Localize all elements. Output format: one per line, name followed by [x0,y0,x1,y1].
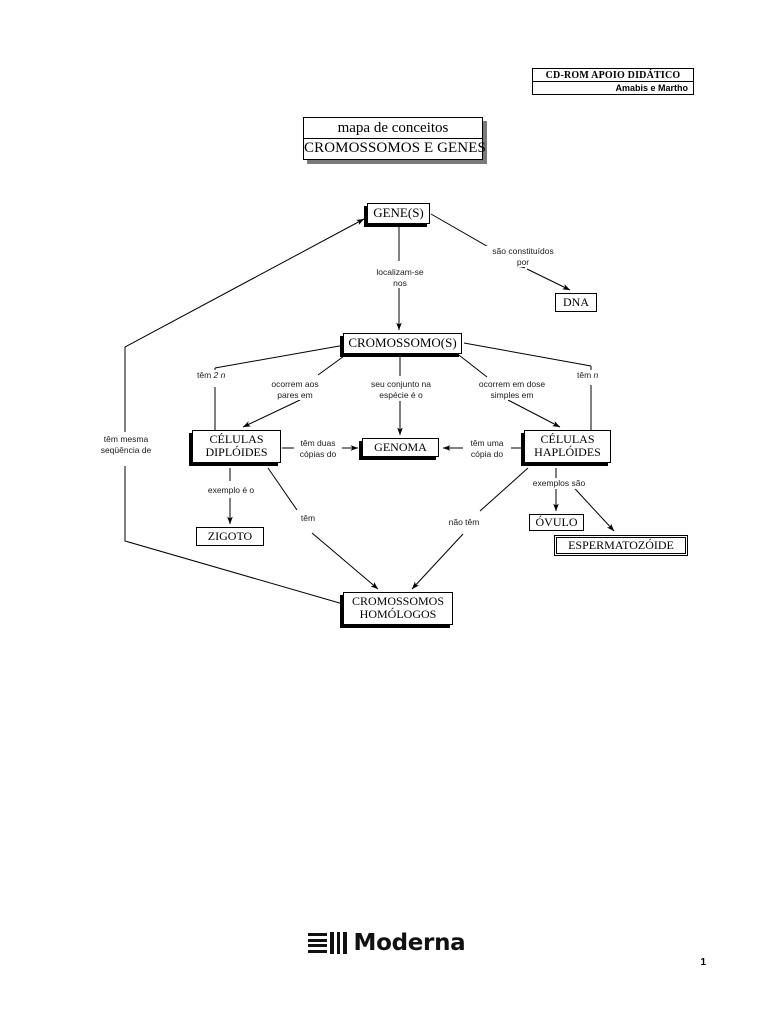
edge-label-tem: têm [294,513,322,524]
edge-homologos-genes [124,466,344,605]
node-celulas-haploides-line1: CÉLULAS [540,432,595,446]
logo-horizontal-bars [308,933,327,953]
node-zigoto-label: ZIGOTO [207,529,253,543]
edge-label-seu-conjunto-line2: espécie é o [379,389,423,400]
header-stamp-title: CD-ROM APOIO DIDÁTICO [533,69,693,82]
node-celulas-diploides-line2: DIPLÓIDES [205,445,268,460]
edge-label-tem-n: têm n [576,370,614,381]
edge-label-duas-copias-line2: cópias do [299,448,337,459]
edge-label-mesma-sequencia-line2: seqüência de [100,444,152,455]
edge-genes-dna-tail [526,268,571,291]
edge-diploides-homologos [267,467,298,511]
node-cromossomos-homologos: CROMOSSOMOS HOMÓLOGOS [343,592,453,625]
edge-label-seu-conjunto-line1: seu conjunto na [370,379,432,389]
edge-label-duas-copias: têm duas cópias do [294,438,342,460]
logo-vertical-bars [330,932,347,954]
node-cromossomos-label: CROMOSSOMO(S) [348,335,457,350]
node-cromossomos: CROMOSSOMO(S) [343,333,462,354]
edge-label-tem-line1: têm [300,513,316,523]
edge-label-genes-cromossomos-line1: localizam-se [376,267,424,277]
edge-haploides-homologos-b [411,533,464,590]
edge-label-ocorrem-pares-line2: pares em [277,389,313,400]
edge-label-tem-2n-italic: 2 n [213,370,226,380]
title-block: mapa de conceitos CROMOSSOMOS E GENES [303,117,486,160]
edge-label-tem-n-plain: têm [577,370,594,380]
edge-label-mesma-sequencia-line1: têm mesma [103,434,149,444]
publisher-name: Moderna [353,930,466,956]
edge-homologos-genes-b [124,218,365,432]
edge-label-uma-copia-line1: têm uma [470,438,504,448]
node-celulas-haploides: CÉLULAS HAPLÓIDES [524,430,611,463]
edge-label-seu-conjunto: seu conjunto na espécie é o [360,379,442,401]
edge-haploides-homologos [479,467,529,512]
edge-label-tem-n-italic: n [593,370,599,380]
edge-diploides-homologos-b [311,532,379,590]
edge-label-exemplos-sao: exemplos são [529,478,589,489]
page-title: CROMOSSOMOS E GENES [304,140,486,156]
node-espermatozoide: ESPERMATOZÓIDE [554,534,688,557]
publisher-logo: Moderna [308,930,466,956]
edge-label-nao-tem-line1: não têm [448,517,480,527]
node-espermatozoide-label: ESPERMATOZÓIDE [568,538,674,552]
edge-label-genes-cromossomos: localizam-se nos [366,267,434,289]
node-ovulo: ÓVULO [529,514,584,532]
page-number: 1 [700,957,706,968]
node-zigoto: ZIGOTO [196,527,264,547]
edge-cromossomos-haploides [454,351,488,378]
edge-label-uma-copia: têm uma cópia do [463,438,511,460]
edge-label-nao-tem: não têm [441,517,487,528]
edge-label-dose-simples: ocorrem em dose simples em [469,379,555,401]
node-dna-label: DNA [563,295,589,309]
title-kicker: mapa de conceitos [304,118,482,139]
edge-label-ocorrem-pares: ocorrem aos pares em [258,379,332,401]
edge-label-genes-dna-line2: por [516,256,530,267]
edge-label-exemplos-sao-line1: exemplos são [532,478,586,488]
edge-label-tem-2n: têm 2 n [196,370,240,381]
moderna-logo-icon [308,932,347,954]
edge-label-tem-2n-plain: têm [197,370,214,380]
node-celulas-diploides-line1: CÉLULAS [209,432,264,446]
header-stamp: CD-ROM APOIO DIDÁTICO Amabis e Martho [532,68,694,95]
edge-label-mesma-sequencia: têm mesma seqüência de [88,434,164,456]
edge-cromossomos-diploides-b [242,399,301,428]
edge-label-genes-dna: são constituídos por [477,246,569,268]
node-genes-label: GENE(S) [373,205,424,220]
edge-label-exemplo-e-o: exemplo é o [196,485,266,496]
edge-label-uma-copia-line2: cópia do [470,448,504,459]
edge-cromossomos-diploides-n-a [214,344,346,369]
node-ovulo-label: ÓVULO [535,515,578,529]
node-cromossomos-homologos-line2: HOMÓLOGOS [359,607,437,622]
edge-label-genes-dna-line1: são constituídos [492,246,554,256]
edge-label-dose-simples-line1: ocorrem em dose [478,379,546,389]
edge-cromossomos-haploides-n-a [463,342,592,367]
node-genes: GENE(S) [367,203,430,224]
edge-cromossomos-diploides [317,350,352,376]
node-cromossomos-homologos-line1: CROMOSSOMOS [351,594,445,608]
header-stamp-authors: Amabis e Martho [615,83,688,93]
edge-label-exemplo-e-o-line1: exemplo é o [207,485,255,495]
edge-label-duas-copias-line1: têm duas [300,438,336,448]
node-genoma: GENOMA [362,438,439,458]
edge-cromossomos-haploides-b [507,399,561,428]
edge-label-genes-cromossomos-line2: nos [393,277,407,288]
edge-label-dose-simples-line2: simples em [490,389,534,400]
node-dna: DNA [555,293,597,313]
node-genoma-label: GENOMA [374,440,427,454]
edge-label-ocorrem-pares-line1: ocorrem aos [271,379,319,389]
node-celulas-diploides: CÉLULAS DIPLÓIDES [192,430,281,463]
node-celulas-haploides-line2: HAPLÓIDES [534,445,601,460]
